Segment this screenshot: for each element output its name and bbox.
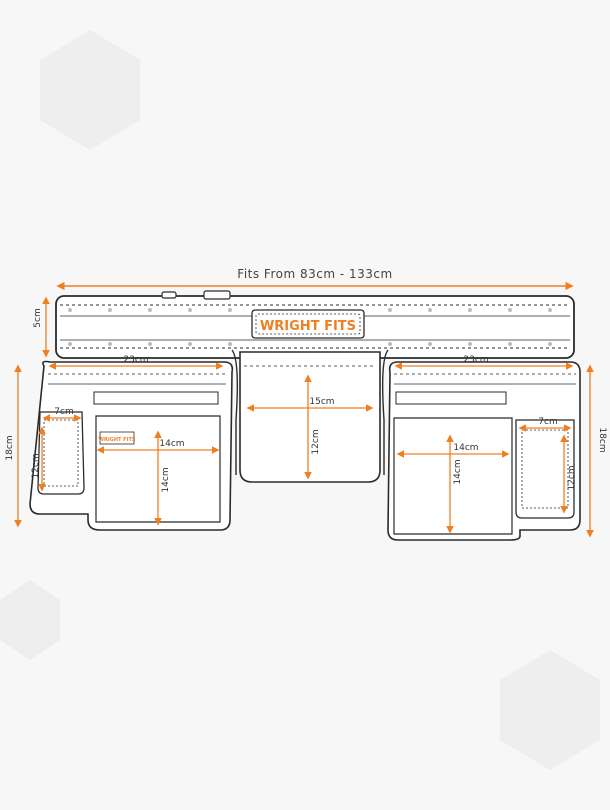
fit-range-title: Fits From 83cm - 133cm bbox=[237, 267, 392, 281]
left-pouch-width-label: 23cm bbox=[123, 355, 148, 365]
left-small-width-label: 7cm bbox=[54, 407, 73, 417]
center-height-label: 12cm bbox=[311, 429, 321, 454]
belt-height-label: 5cm bbox=[33, 308, 43, 327]
belt-rivets bbox=[68, 308, 552, 346]
left-pouch-tag: WRIGHT FITS bbox=[99, 437, 136, 443]
right-pouch-width-label: 23cm bbox=[463, 355, 488, 365]
left-overall-height-label: 18cm bbox=[5, 435, 15, 460]
right-small-height-label: 12cm bbox=[567, 465, 577, 490]
right-front-height-label: 14cm bbox=[453, 459, 463, 484]
left-front-height-label: 14cm bbox=[161, 467, 171, 492]
left-small-height-label: 12cm bbox=[31, 453, 41, 478]
right-pouch bbox=[387, 361, 581, 541]
right-overall-height-label: 18cm bbox=[597, 427, 607, 452]
right-small-width-label: 7cm bbox=[538, 417, 557, 427]
left-pouch bbox=[29, 360, 234, 531]
brand-logo: WRIGHT FITS bbox=[251, 309, 365, 339]
brand-logo-text: WRIGHT FITS bbox=[260, 319, 356, 334]
center-pouch bbox=[231, 349, 389, 483]
left-front-width-label: 14cm bbox=[159, 439, 184, 449]
right-front-width-label: 14cm bbox=[453, 443, 478, 453]
background-hexagons bbox=[0, 30, 600, 770]
center-width-label: 15cm bbox=[309, 397, 334, 407]
